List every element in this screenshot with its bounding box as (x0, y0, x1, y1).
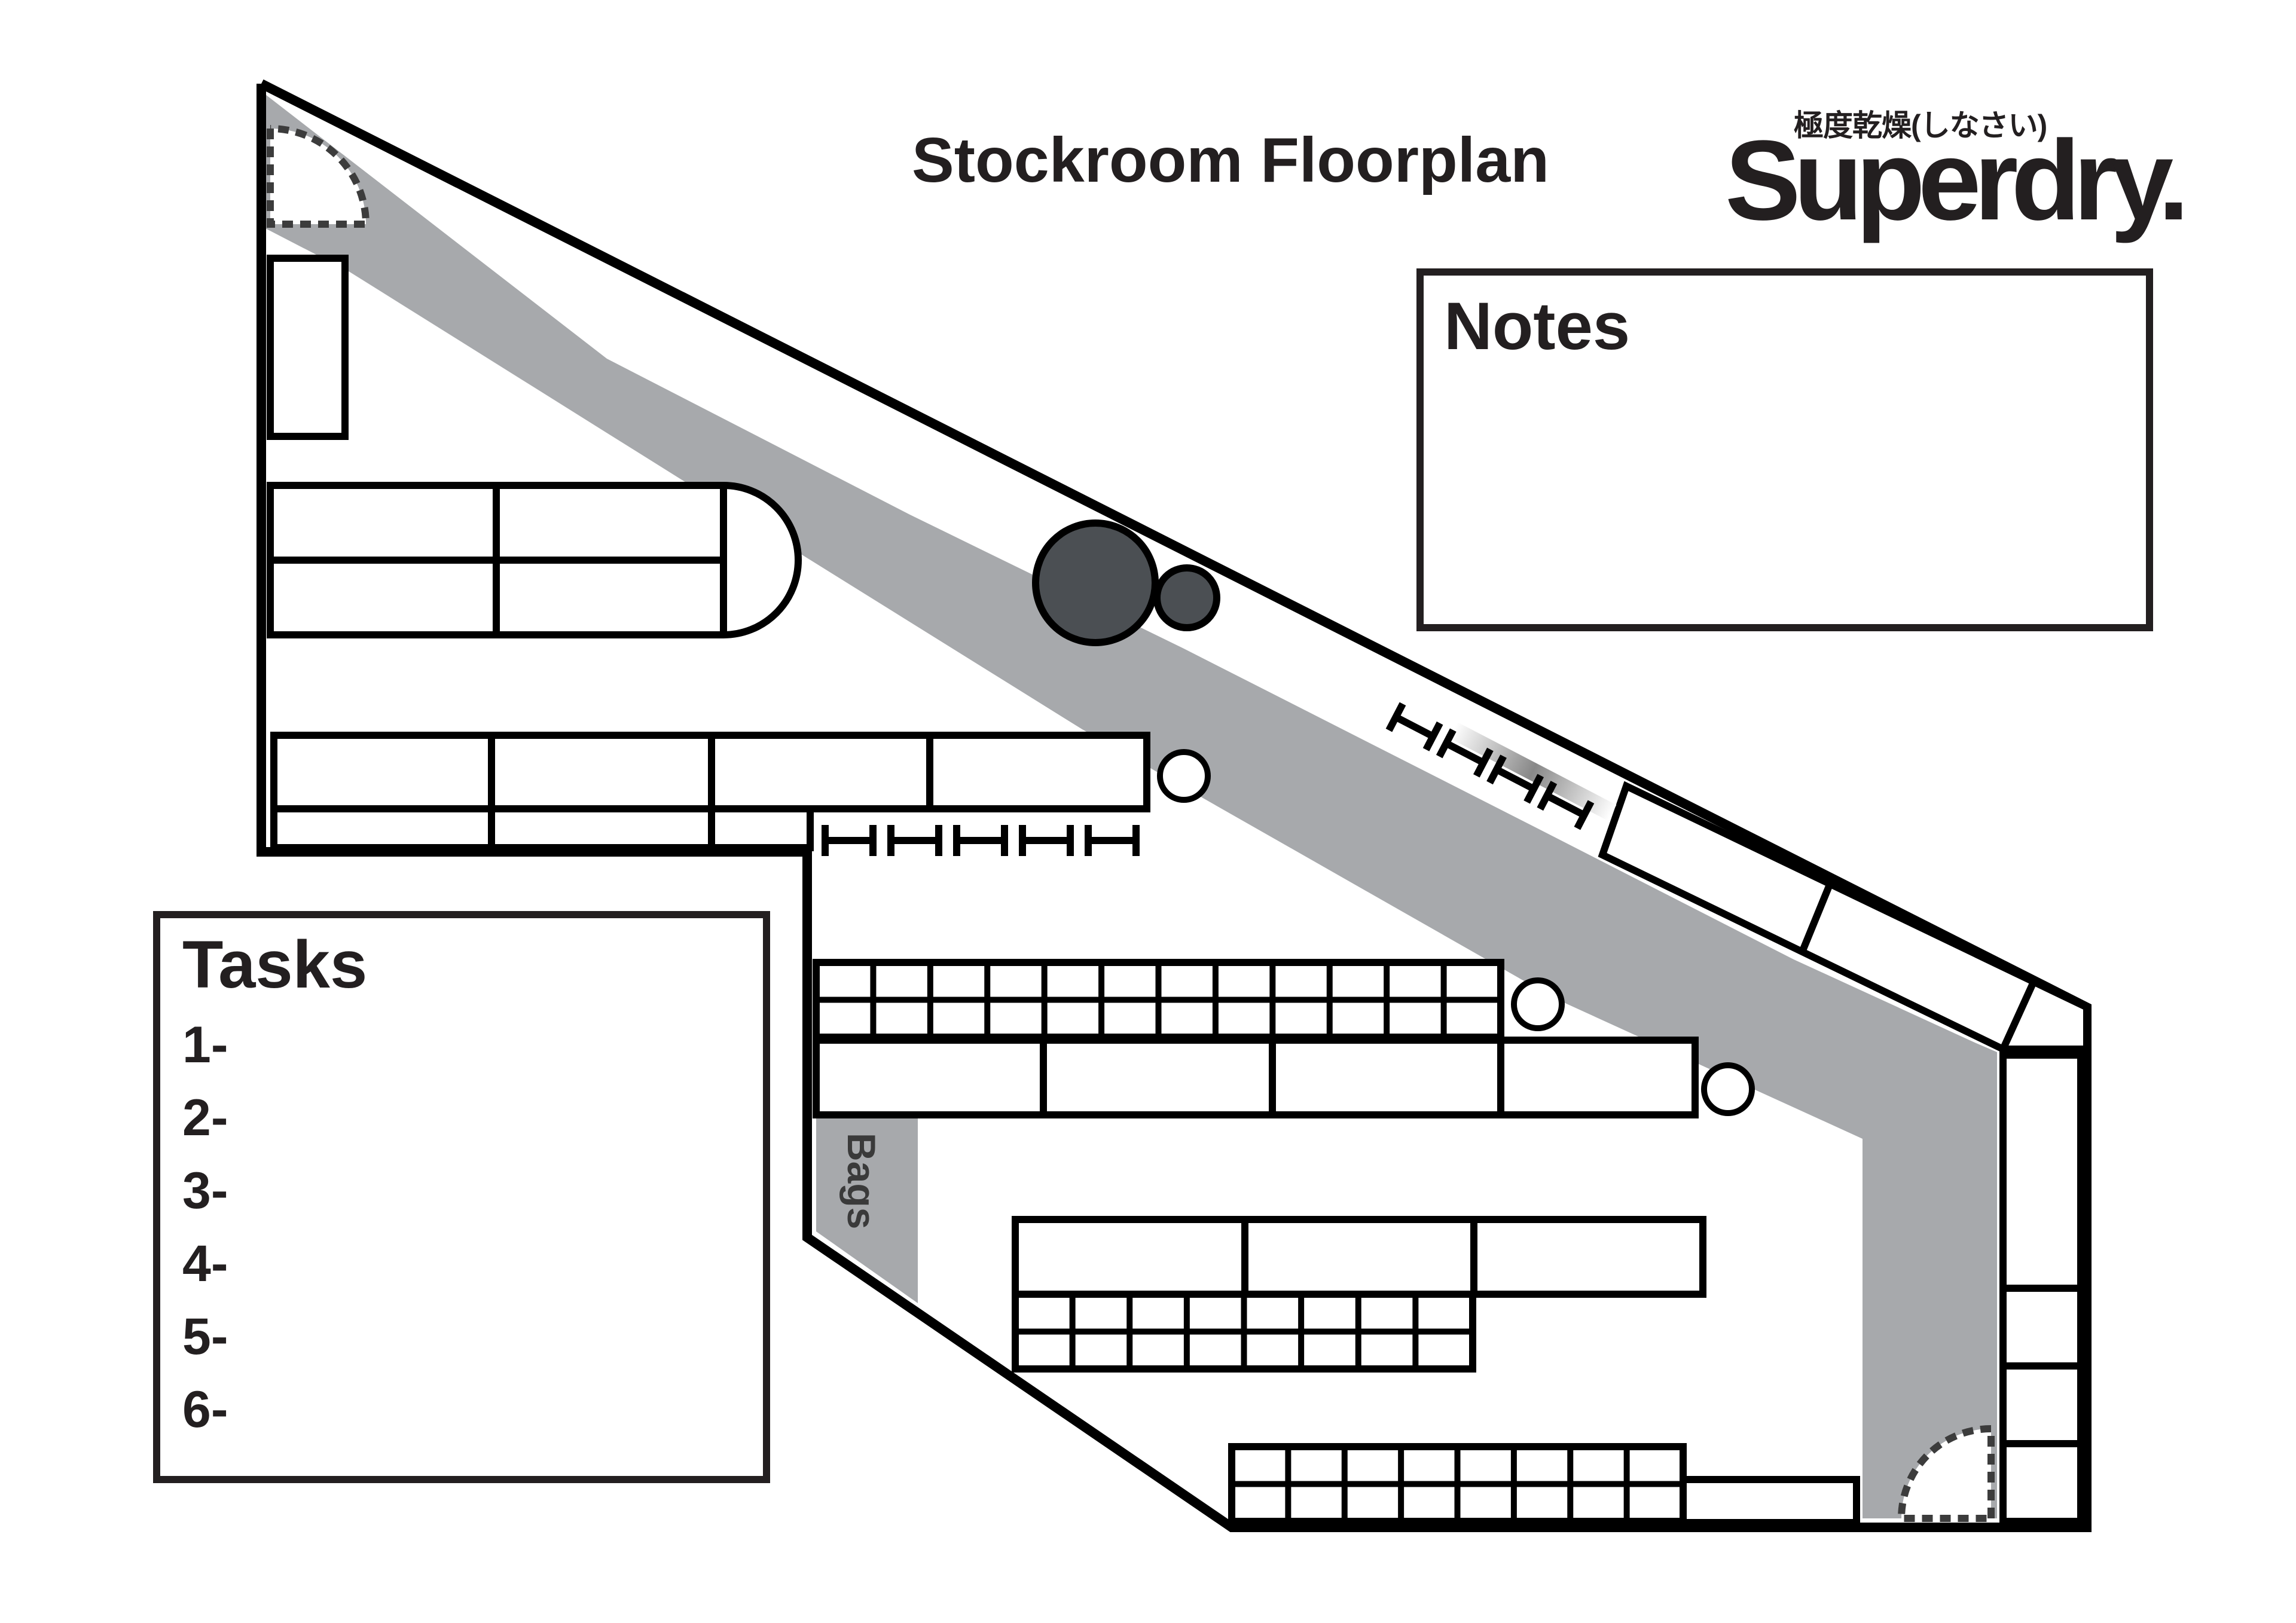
bags-zone (816, 1112, 918, 1303)
pillar-icon (1032, 519, 1159, 646)
shelf-unit (267, 255, 349, 440)
door-swing-icon (267, 125, 370, 228)
brand-subtitle: 極度乾燥(しなさい) (1794, 109, 2047, 142)
shelf-unit (1999, 1440, 2084, 1525)
round-rail-icon (1157, 749, 1211, 803)
notes-title: Notes (1444, 289, 1631, 363)
shelf-unit (1598, 781, 2090, 1053)
task-item[interactable]: 1- (182, 1016, 228, 1074)
hanger-icon (1537, 781, 1595, 830)
hanger-icon (1085, 825, 1140, 856)
task-item[interactable]: 6- (182, 1381, 228, 1438)
tasks-title: Tasks (182, 927, 368, 1002)
task-item[interactable]: 2- (182, 1089, 228, 1147)
door-swing-icon (1897, 1425, 1995, 1522)
shelf-unit (1680, 1476, 1860, 1526)
task-item[interactable]: 4- (182, 1235, 228, 1292)
rail-shadow (1449, 722, 1617, 821)
task-item[interactable]: 3- (182, 1162, 228, 1219)
shelf-unit (270, 805, 814, 851)
main-aisle (263, 93, 1997, 1518)
pillar-icon (1153, 564, 1220, 631)
bags-label: Bags (839, 1133, 884, 1230)
shelf-unit (1999, 1285, 2084, 1370)
brand-logo: 極度乾燥(しなさい) Superdry. (1725, 109, 2190, 237)
hanger-icon (1019, 825, 1074, 856)
hanger-icon (1385, 702, 1443, 751)
shelf-unit (1999, 1362, 2084, 1447)
shelf-unit (1999, 1052, 2084, 1292)
hanger-icon (1436, 728, 1494, 778)
shelf-unit (1012, 1216, 1706, 1298)
hanger-icon (1486, 754, 1544, 804)
page-title: Stockroom Floorplan (912, 125, 1549, 195)
hanger-icon (953, 825, 1008, 856)
notes-box[interactable] (1416, 268, 2153, 631)
shelf-unit (813, 1037, 1699, 1118)
hanger-icon (887, 825, 942, 856)
round-rail-icon (1511, 977, 1565, 1031)
stockroom-walls (257, 79, 2092, 1532)
round-rail-icon (1701, 1062, 1755, 1116)
tasks-box[interactable] (153, 911, 770, 1483)
brand-name: Superdry. (1725, 117, 2190, 244)
hanger-icon (822, 825, 877, 856)
task-item[interactable]: 5- (182, 1308, 228, 1365)
